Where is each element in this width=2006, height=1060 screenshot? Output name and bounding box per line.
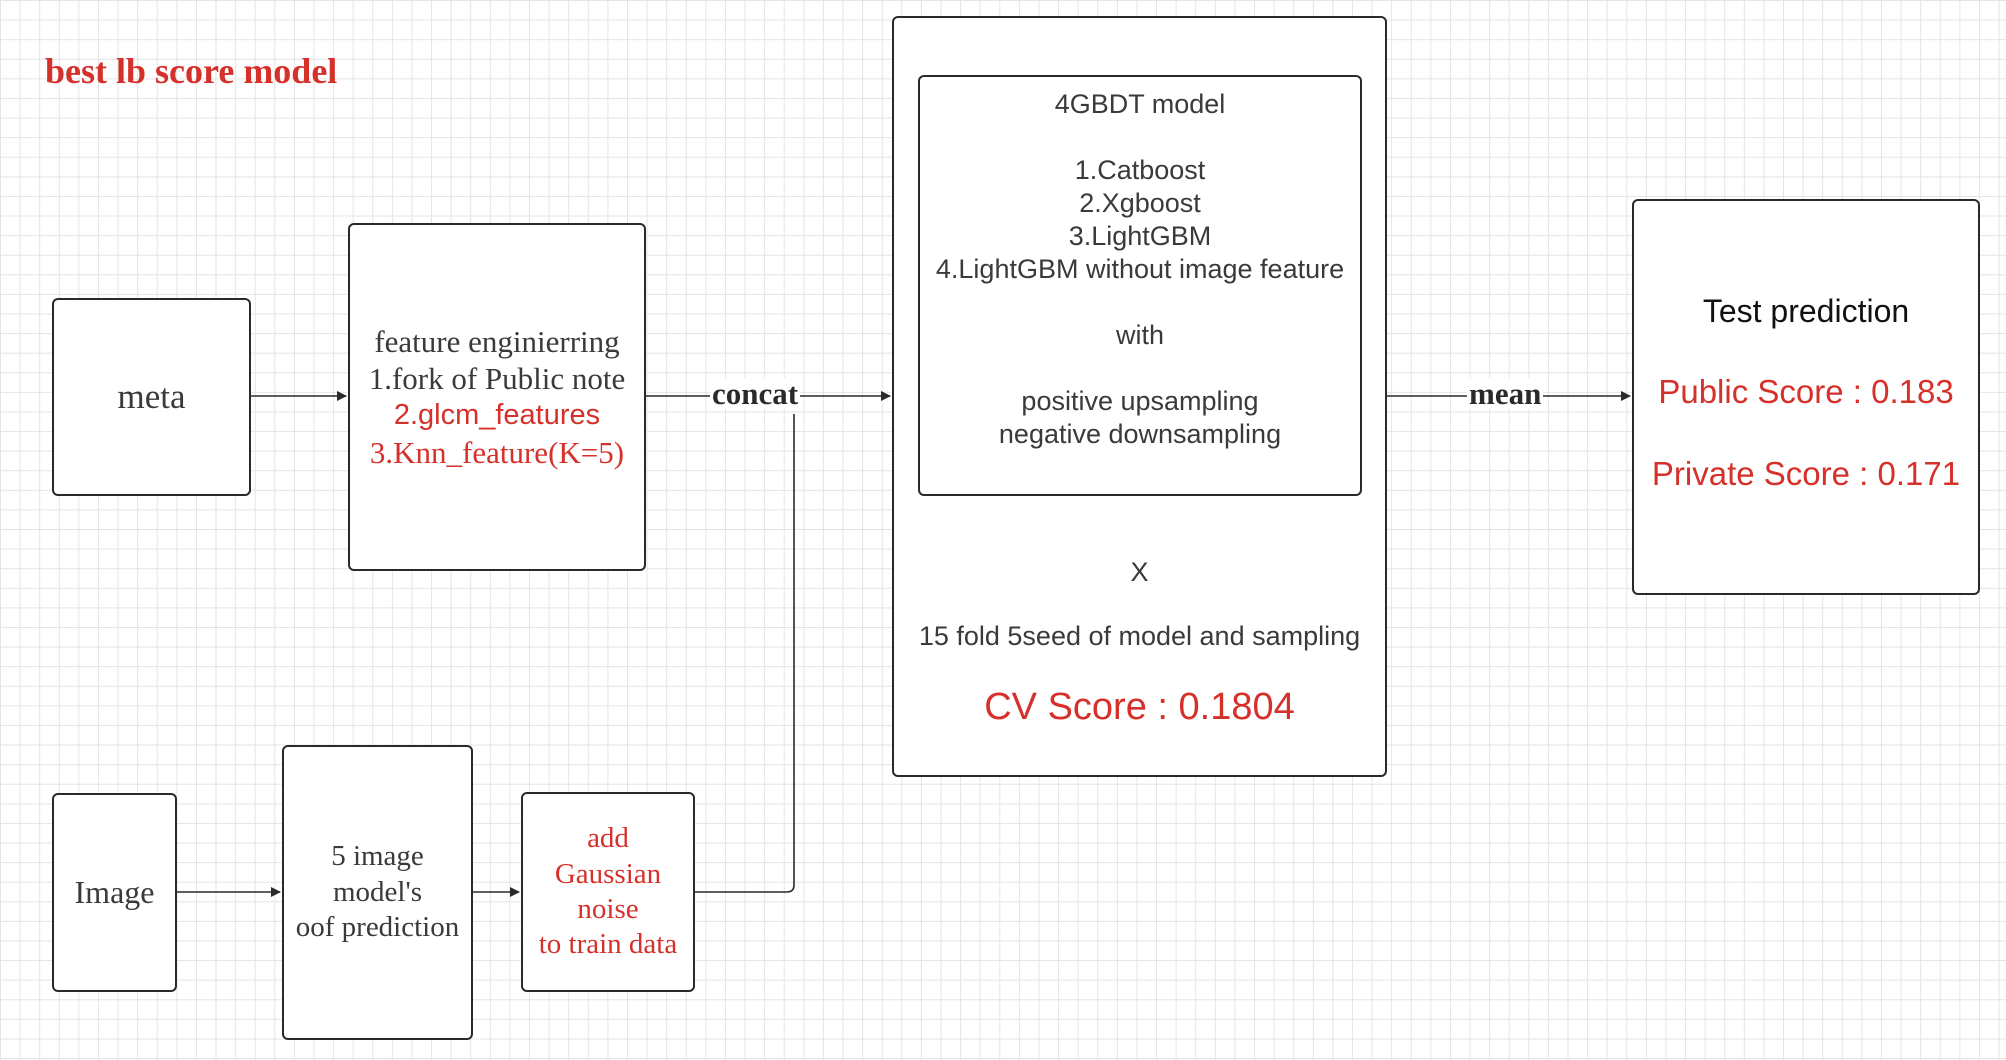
feature-line-2: 1.fork of Public note: [368, 361, 626, 397]
oof-line-1: 5 image: [331, 840, 424, 873]
gaussian-noise-box: add Gaussian noise to train data: [521, 792, 695, 992]
feature-line-3: 2.glcm_features: [393, 399, 601, 432]
image-box: Image: [52, 793, 177, 992]
concat-label: concat: [710, 376, 801, 411]
feature-line-4: 3.Knn_feature(K=5): [369, 434, 625, 470]
gbdt-with: with: [1115, 319, 1164, 350]
public-score: Public Score : 0.183: [1658, 373, 1954, 410]
noise-line-3: noise: [577, 893, 639, 925]
oof-line-2: model's: [333, 875, 422, 908]
noise-line-2: Gaussian: [554, 857, 662, 890]
gbdt-model-2: 2.Xgboost: [1079, 187, 1201, 218]
test-prediction-box: Test prediction Public Score : 0.183 Pri…: [1632, 199, 1980, 595]
folds-text: 15 fold 5seed of model and sampling: [918, 621, 1361, 651]
diagram-title: best lb score model: [45, 51, 338, 91]
noise-line-4: to train data: [538, 928, 678, 961]
connector-noise-to-concat: [695, 414, 795, 893]
gbdt-sampling-2: negative downsampling: [998, 418, 1282, 449]
feature-engineering-box: feature enginierring 1.fork of Public no…: [348, 223, 646, 571]
gbdt-model-4: 4.LightGBM without image feature: [935, 253, 1345, 284]
feature-line-1: feature enginierring: [374, 323, 620, 359]
meta-label: meta: [117, 376, 186, 416]
gbdt-model-box: 4GBDT model 1.Catboost 2.Xgboost 3.Light…: [918, 75, 1362, 496]
meta-box: meta: [52, 298, 251, 496]
gbdt-model-1: 1.Catboost: [1074, 154, 1206, 185]
mean-label: mean: [1467, 376, 1544, 411]
private-score: Private Score : 0.171: [1651, 455, 1961, 492]
test-title: Test prediction: [1702, 293, 1910, 329]
image-label: Image: [74, 873, 155, 910]
times-symbol: X: [1130, 557, 1149, 587]
gbdt-title: 4GBDT model: [1054, 89, 1226, 119]
oof-line-3: oof prediction: [295, 911, 460, 944]
cv-score: CV Score : 0.1804: [984, 686, 1295, 728]
gbdt-model-3: 3.LightGBM: [1068, 220, 1212, 251]
oof-prediction-box: 5 image model's oof prediction: [282, 745, 473, 1040]
noise-line-1: add: [587, 822, 629, 855]
gbdt-sampling-1: positive upsampling: [1021, 385, 1259, 416]
